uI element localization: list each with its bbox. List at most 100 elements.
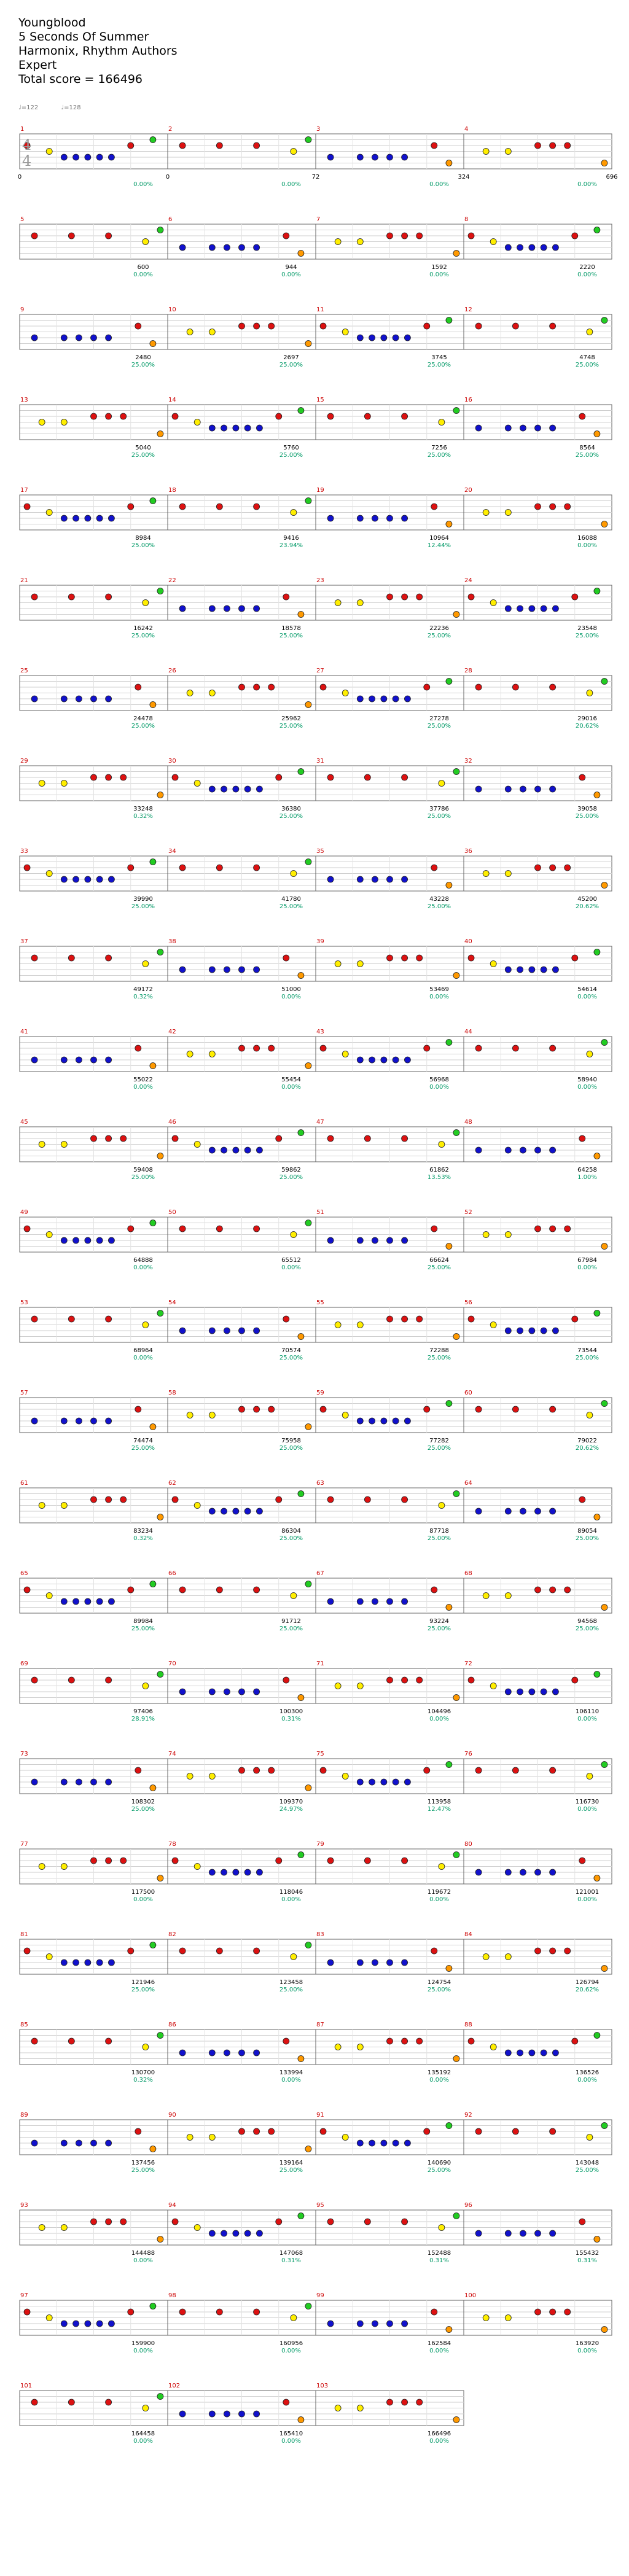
note-gem [445, 678, 453, 685]
measure-score: 7256 [431, 445, 447, 451]
note-gem [549, 1146, 556, 1154]
note-gem [593, 430, 601, 437]
note-gem [142, 599, 149, 606]
measure-percent: 0.00% [577, 1896, 597, 1903]
measure-score: 152488 [428, 2250, 451, 2257]
note-gem [60, 2320, 68, 2327]
note-gem [238, 1688, 245, 1695]
note-gem [453, 1333, 460, 1340]
measure-percent: 0.00% [281, 2348, 301, 2354]
measure-score: 55454 [281, 1076, 301, 1083]
note-gem [601, 2326, 608, 2333]
note-gem [404, 1778, 411, 1786]
note-gem [401, 1496, 408, 1503]
note-gem [23, 864, 31, 871]
note-gem [283, 2037, 290, 2045]
measure-number: 16 [464, 397, 472, 403]
measure-score: 136526 [576, 2069, 599, 2076]
measure-score: 89984 [133, 1618, 153, 1625]
measure-percent: 0.00% [281, 181, 301, 188]
measure-score: 66624 [429, 1257, 449, 1264]
measure-percent: 23.94% [279, 542, 303, 549]
measure-percent: 0.00% [577, 1716, 597, 1722]
note-gem [512, 683, 519, 691]
note-gem [127, 1225, 135, 1232]
note-gem [386, 2399, 393, 2406]
measure-number: 23 [316, 577, 324, 584]
note-gem [319, 322, 327, 330]
note-gem [540, 1327, 547, 1334]
measure-percent: 0.00% [429, 2077, 449, 2084]
measure-percent: 25.00% [279, 1445, 303, 1452]
note-gem [171, 413, 179, 420]
measure-score: 2697 [283, 354, 299, 361]
note-gem [268, 2128, 275, 2135]
measure-number: 92 [464, 2112, 472, 2119]
measure-score: 124754 [428, 1979, 451, 1986]
note-gem [238, 2049, 245, 2057]
measure-score: 72288 [429, 1347, 449, 1354]
measure-score: 162584 [428, 2340, 451, 2347]
note-gem [84, 1959, 92, 1966]
note-gem [45, 509, 53, 516]
note-gem [438, 1863, 445, 1870]
measure-percent: 25.00% [428, 1986, 451, 1993]
note-gem [453, 1694, 460, 1701]
measure-percent: 0.00% [577, 1084, 597, 1091]
measure-percent: 1.00% [577, 1174, 597, 1181]
note-gem [171, 2218, 179, 2225]
note-gem [305, 136, 312, 143]
note-gem [253, 1225, 260, 1232]
measure-score: 89054 [577, 1528, 597, 1535]
note-gem [157, 2393, 164, 2400]
measure-percent: 25.00% [131, 1445, 155, 1452]
measure-percent: 0.32% [133, 994, 153, 1000]
measure-percent: 25.00% [576, 452, 599, 459]
note-gem [401, 954, 408, 962]
note-gem [31, 334, 38, 341]
note-gem [327, 1598, 334, 1605]
measure-number: 66 [168, 1570, 176, 1577]
note-gem [108, 515, 115, 522]
note-gem [504, 1327, 512, 1334]
note-gem [60, 1502, 68, 1509]
note-gem [38, 780, 45, 787]
note-gem [127, 864, 135, 871]
note-gem [431, 2308, 438, 2316]
note-gem [327, 413, 334, 420]
note-gem [534, 1225, 541, 1232]
note-gem [305, 1423, 312, 1430]
note-gem [305, 497, 312, 504]
note-gem [157, 1671, 164, 1678]
measure-percent: 28.91% [131, 1716, 155, 1722]
note-gem [401, 2399, 408, 2406]
note-gem [356, 515, 364, 522]
measure-number: 10 [168, 306, 176, 313]
measure-score: 51000 [281, 986, 301, 993]
measure-percent: 0.00% [281, 1896, 301, 1903]
note-gem [31, 1778, 38, 1786]
note-gem [238, 2410, 245, 2418]
note-gem [105, 2037, 112, 2045]
note-gem [120, 1496, 127, 1503]
note-gem [342, 329, 349, 335]
measure-score: 159900 [131, 2340, 155, 2347]
note-gem [105, 593, 112, 601]
note-gem [334, 1683, 342, 1689]
note-gem [127, 1586, 135, 1593]
measure-percent: 0.00% [281, 1084, 301, 1091]
note-gem [268, 1406, 275, 1413]
note-gem [72, 154, 79, 161]
note-gem [297, 1333, 305, 1340]
note-gem [60, 1237, 68, 1244]
note-gem [534, 142, 541, 149]
measure-percent: 25.00% [428, 903, 451, 910]
measure-percent: 0.31% [281, 2257, 301, 2264]
note-gem [401, 876, 408, 883]
note-gem [438, 419, 445, 426]
measure-number: 52 [464, 1209, 472, 1216]
note-gem [305, 1220, 312, 1226]
note-gem [579, 2218, 586, 2225]
measure-number: 44 [464, 1029, 472, 1035]
note-gem [221, 424, 227, 432]
